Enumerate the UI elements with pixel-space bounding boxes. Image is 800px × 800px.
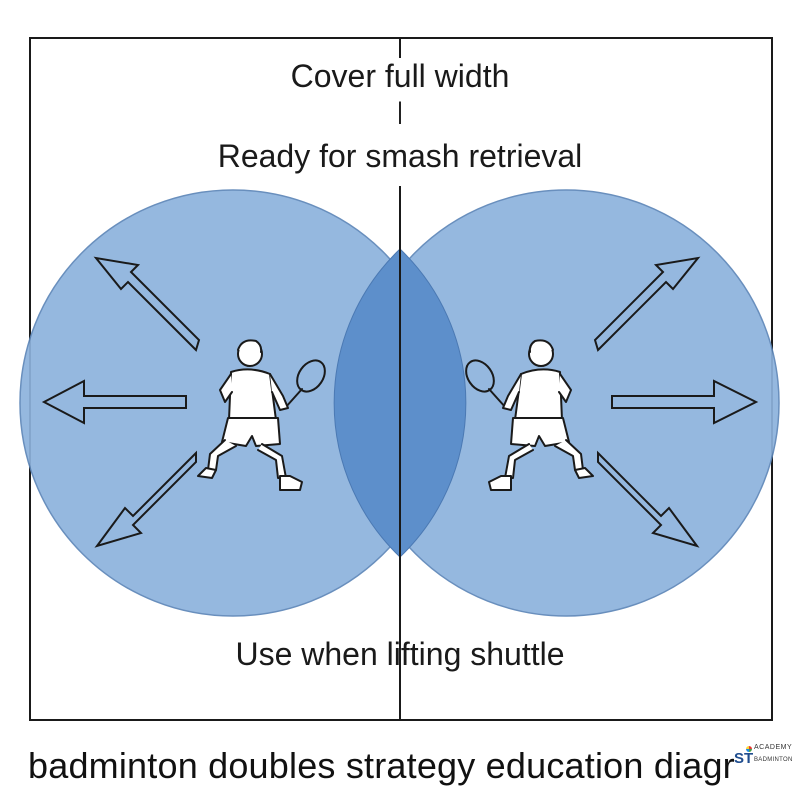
label-use-when-lifting: Use when lifting shuttle [235, 636, 565, 672]
arrow-up-right-icon [593, 256, 701, 352]
arrow-down-left-icon [94, 450, 197, 548]
logo-bottom-text: BADMINTON [754, 757, 793, 763]
logo-mark: ST [734, 750, 754, 767]
diagram-caption: badminton doubles strategy education dia… [28, 745, 735, 786]
arrow-up-left-icon [93, 256, 201, 352]
label-ready-for-smash: Ready for smash retrieval [217, 138, 583, 174]
arrow-right-icon [611, 379, 759, 425]
academy-logo: ACADEMY ST BADMINTON [734, 744, 794, 774]
arrow-left-icon [41, 379, 187, 425]
logo-shuttle-icon [746, 746, 752, 752]
label-cover-full-width: Cover full width [290, 58, 510, 94]
left-player-icon [197, 339, 326, 491]
center-tick: | [396, 98, 404, 125]
arrow-down-right-icon [597, 450, 700, 548]
left-arrows [41, 256, 201, 548]
right-arrows [593, 256, 759, 548]
right-player-icon [465, 339, 594, 491]
logo-top-text: ACADEMY [754, 744, 793, 751]
